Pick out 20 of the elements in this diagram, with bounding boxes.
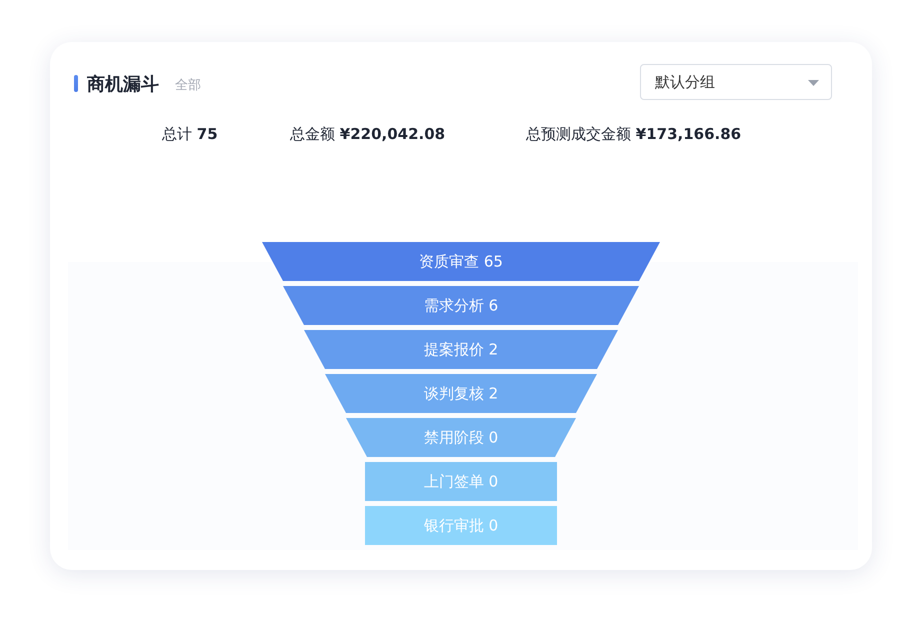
stage-label: 银行审批 0 [424,516,498,535]
stage-label: 提案报价 2 [424,340,498,359]
funnel-stage [325,374,597,413]
summary-stat: 总预测成交金额 ¥173,166.86 [526,125,742,144]
group-select: 默认分组 [640,64,832,100]
summary-stat: 总金额 ¥220,042.08 [290,125,446,144]
stage-label: 谈判复核 2 [424,384,498,403]
funnel-stage [283,286,639,325]
funnel-stage [346,418,576,457]
stage-label: 资质审查 65 [419,252,503,271]
funnel-stage [365,506,557,545]
title: 商机漏斗 [87,73,159,96]
funnel-stage [365,462,557,501]
funnel-stage [304,330,618,369]
summary-stat: 总计 75 [162,125,218,144]
filter-label: 全部 [175,77,201,94]
stage-label: 禁用阶段 0 [424,428,498,447]
stage-label: 需求分析 6 [424,296,498,315]
funnel-stage [262,242,660,281]
stage-label: 上门签单 0 [424,472,498,491]
